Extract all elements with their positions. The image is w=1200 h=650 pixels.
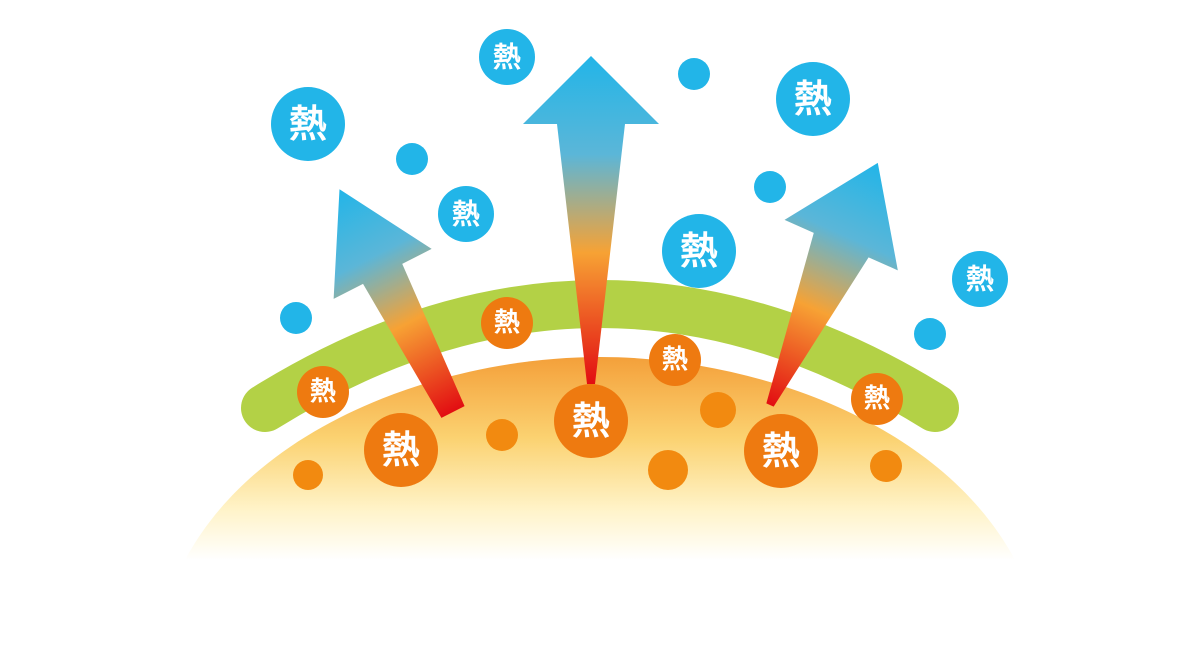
warm-body xyxy=(185,357,1015,560)
heat-circle-blue: 熱 xyxy=(438,186,494,242)
orange-heat-circles: 熱 熱 熱 熱 熱 熱 熱 xyxy=(297,297,903,488)
heat-label: 熱 xyxy=(662,345,688,375)
heat-label: 熱 xyxy=(493,41,521,74)
heat-circle-orange: 熱 xyxy=(649,334,701,386)
arrow-left xyxy=(333,189,465,418)
heat-circle-orange: 熱 xyxy=(744,414,818,488)
blue-dots xyxy=(280,58,946,350)
orange-dots xyxy=(293,392,902,490)
orange-dot xyxy=(870,450,902,482)
blue-dot xyxy=(280,302,312,334)
orange-dot xyxy=(648,450,688,490)
heat-label: 熱 xyxy=(382,428,420,472)
heat-circle-orange: 熱 xyxy=(851,373,903,425)
orange-dot xyxy=(700,392,736,428)
orange-dot xyxy=(293,460,323,490)
heat-label: 熱 xyxy=(762,429,800,473)
heat-label: 熱 xyxy=(680,229,718,273)
blue-dot xyxy=(914,318,946,350)
orange-dot xyxy=(486,419,518,451)
heat-circle-blue: 熱 xyxy=(952,251,1008,307)
heat-circle-blue: 熱 xyxy=(662,214,736,288)
heat-circle-blue: 熱 xyxy=(271,87,345,161)
blue-dot xyxy=(396,143,428,175)
arrow-right xyxy=(766,162,898,407)
heat-circle-orange: 熱 xyxy=(364,413,438,487)
heat-label: 熱 xyxy=(452,198,480,231)
heat-circle-blue: 熱 xyxy=(479,29,535,85)
heat-circle-orange: 熱 xyxy=(554,384,628,458)
heat-label: 熱 xyxy=(864,384,890,414)
heat-label: 熱 xyxy=(310,377,336,407)
heat-circle-orange: 熱 xyxy=(297,366,349,418)
heat-label: 熱 xyxy=(572,399,610,443)
heat-label: 熱 xyxy=(966,263,994,296)
blue-heat-circles: 熱 熱 熱 熱 熱 熱 xyxy=(271,29,1008,307)
blue-dot xyxy=(754,171,786,203)
heat-circle-orange: 熱 xyxy=(481,297,533,349)
blue-dot xyxy=(678,58,710,90)
heat-label: 熱 xyxy=(794,77,832,121)
heat-circle-blue: 熱 xyxy=(776,62,850,136)
heat-label: 熱 xyxy=(494,308,520,338)
heat-label: 熱 xyxy=(289,102,327,146)
arrow-center xyxy=(523,56,659,384)
